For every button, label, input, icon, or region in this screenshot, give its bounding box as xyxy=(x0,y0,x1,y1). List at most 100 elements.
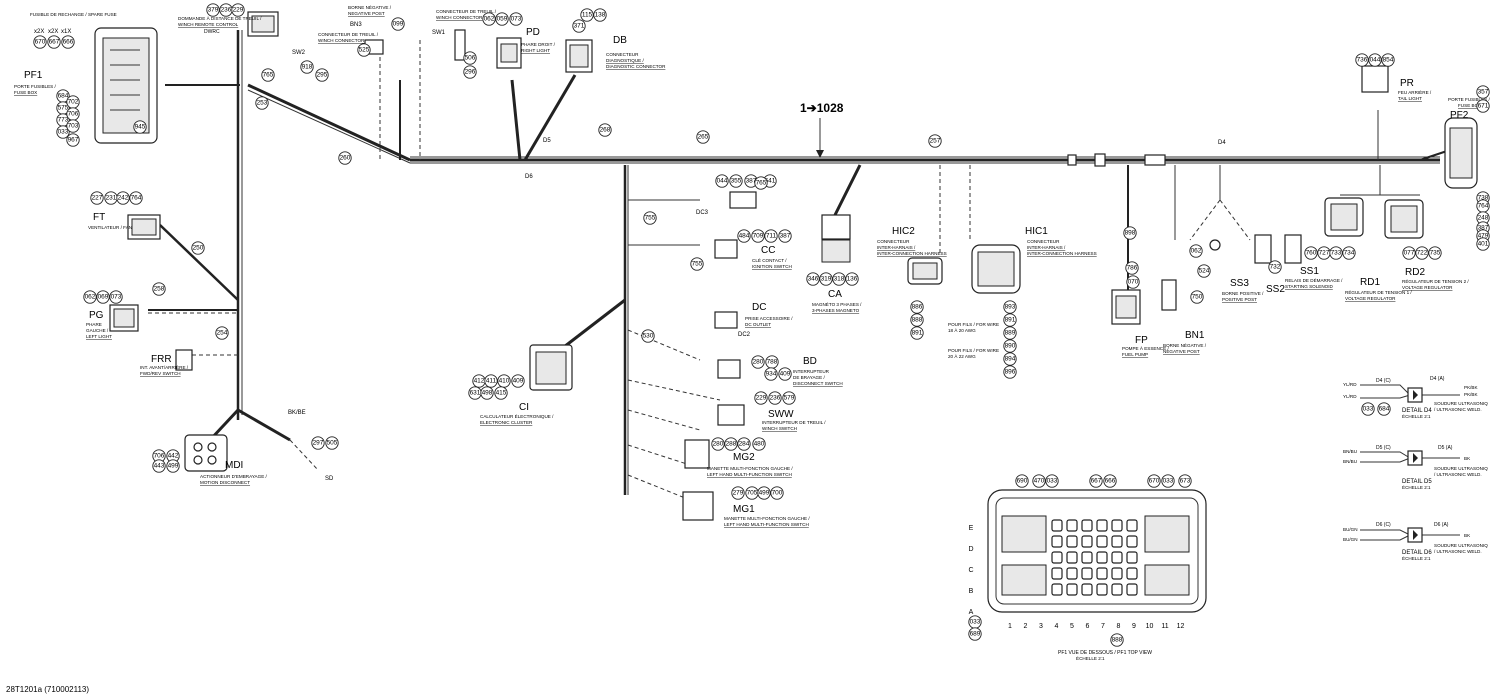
callout-bubble: 894 xyxy=(1003,352,1017,366)
wire-note-a2: 18 À 20 AWG xyxy=(948,327,976,333)
callout-circle xyxy=(1268,260,1282,274)
callout-number: 709 xyxy=(753,233,764,240)
callout-circle xyxy=(1123,226,1137,240)
detail-labels: D4 (C) D4 (A) YL/RD YL/RD PK/BK PK/BK SO… xyxy=(1343,376,1488,561)
callout-number: 760 xyxy=(1306,250,1317,257)
left-multi-function-switch-mg2 xyxy=(684,439,710,469)
callout-bubble: 764 xyxy=(1476,199,1490,213)
callout-circle xyxy=(1189,244,1203,258)
d4-name: DETAIL D4 xyxy=(1402,408,1432,414)
desc-pg-2: GAUCHE / xyxy=(86,328,109,333)
desc-ca: MAGNÉTO 3 PHASES / xyxy=(812,301,862,307)
callout-bubble: 268 xyxy=(598,123,612,137)
desc-ci-en: ELECTRONIC CLUSTER xyxy=(480,420,533,425)
callout-circle xyxy=(56,125,70,139)
d5-left: D5 (C) xyxy=(1376,445,1391,451)
callout-bubble: 062 xyxy=(1189,244,1203,258)
callout-number: 498 xyxy=(482,390,493,397)
left-multi-function-switch-mg1 xyxy=(682,491,714,521)
pf1-col-label: 8 xyxy=(1117,623,1121,630)
callout-number: 689 xyxy=(970,631,981,638)
fuse-slot xyxy=(1066,535,1078,548)
callout-bubble: 355 xyxy=(729,174,743,188)
callout-circle xyxy=(580,8,594,22)
d5-note: SOUDURE ULTRASONIQ xyxy=(1434,466,1488,471)
winch-remote-connector xyxy=(247,11,279,37)
callout-circle xyxy=(152,459,166,473)
callout-number: 666 xyxy=(63,39,74,46)
pf1-row-label: E xyxy=(969,525,974,532)
callout-circle xyxy=(751,229,765,243)
callout-bubble: 296 xyxy=(463,65,477,79)
callout-number: 062 xyxy=(85,294,96,301)
callout-number: 138 xyxy=(595,12,606,19)
spare-fuse-label: FUSIBLE DE RECHANGE / SPARE FUSE xyxy=(30,12,117,17)
code-pr: PR xyxy=(1400,78,1414,89)
callout-number: 690 xyxy=(1017,478,1028,485)
callout-bubble: 703 xyxy=(66,119,80,133)
d4-note: SOUDURE ULTRASONIQ xyxy=(1434,401,1488,406)
callout-circle xyxy=(1476,85,1490,99)
callout-circle xyxy=(391,17,405,31)
callout-circle xyxy=(338,151,352,165)
code-d5: D5 xyxy=(543,138,551,144)
code-db: DB xyxy=(613,35,627,46)
callout-number: 530 xyxy=(643,333,654,340)
callout-number: 073 xyxy=(511,16,522,23)
code-dc2: DC2 xyxy=(738,332,751,338)
callout-circle xyxy=(300,60,314,74)
callout-number: 934 xyxy=(766,371,777,378)
callout-circle xyxy=(255,96,269,110)
code-fp: FP xyxy=(1135,335,1148,346)
callout-number: 044 xyxy=(717,178,728,185)
callout-circle xyxy=(1476,237,1490,251)
callout-number: 470 xyxy=(1034,478,1045,485)
callout-number: 254 xyxy=(217,330,228,337)
desc-mdi: ACTIONNEUR D'EMBRAYAGE / xyxy=(200,474,268,479)
fuel-pump-connector xyxy=(1111,289,1141,325)
callout-bubble: 722 xyxy=(1415,246,1429,260)
callout-circle xyxy=(133,120,147,134)
desc-ss3: BORNE POSITIVE / xyxy=(1222,291,1264,296)
callout-circle xyxy=(1361,402,1375,416)
fan-connector xyxy=(127,214,161,240)
callout-number: 077 xyxy=(1404,250,1415,257)
code-ss2: SS2 xyxy=(1266,284,1285,295)
callout-circle xyxy=(1003,313,1017,327)
callout-number: 673 xyxy=(1180,478,1191,485)
pf1-col-label: 12 xyxy=(1177,623,1185,630)
detail-d4 xyxy=(1360,384,1460,403)
callout-number: 236 xyxy=(221,7,232,14)
callout-bubble: 229 xyxy=(231,3,245,17)
callout-number: 750 xyxy=(1192,294,1203,301)
callout-bubble: 284 xyxy=(737,437,751,451)
pf1-col-label: 3 xyxy=(1039,623,1043,630)
callout-bubble: 684 xyxy=(1377,402,1391,416)
callout-circle xyxy=(511,374,525,388)
callout-number: 443 xyxy=(154,463,165,470)
reference-range: 1➔1028 xyxy=(800,101,844,115)
callout-circle xyxy=(1110,633,1124,647)
callout-number: 253 xyxy=(257,100,268,107)
callout-circle xyxy=(1032,474,1046,488)
fuse-slot xyxy=(1096,551,1108,564)
callout-bubble: 530 xyxy=(641,329,655,343)
pf1-col-label: 4 xyxy=(1055,623,1059,630)
desc-ss1: RELAIS DE DÉMARRAGE / xyxy=(1285,277,1343,283)
callout-number: 755 xyxy=(692,261,703,268)
callout-number: 318 xyxy=(834,276,845,283)
callout-circle xyxy=(1329,246,1343,260)
desc-dwrc-en: WINCH REMOTE CONTROL xyxy=(178,22,239,27)
callout-number: 765 xyxy=(756,180,767,187)
callout-number: 893 xyxy=(1005,304,1016,311)
callout-number: 355 xyxy=(731,178,742,185)
code-ft: FT xyxy=(93,212,105,223)
fuse-slot xyxy=(1096,583,1108,596)
callout-number: 736 xyxy=(1357,57,1368,64)
callout-bubble: 357 xyxy=(1476,85,1490,99)
callout-number: 684 xyxy=(1379,406,1390,413)
callout-circle xyxy=(641,329,655,343)
callout-bubble: 242 xyxy=(116,191,130,205)
callout-number: 442 xyxy=(168,453,179,460)
